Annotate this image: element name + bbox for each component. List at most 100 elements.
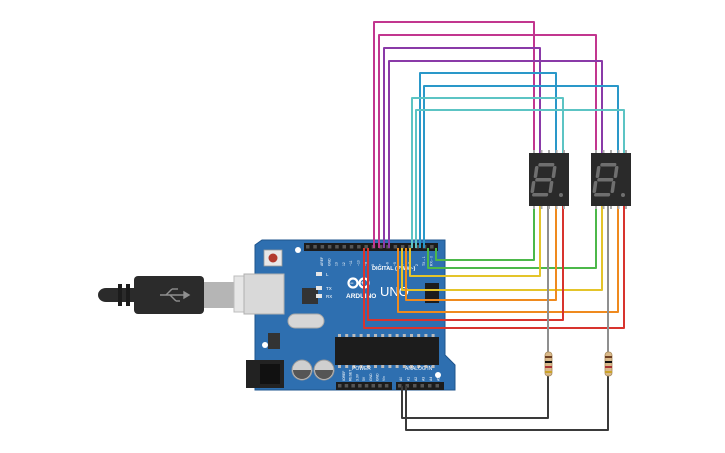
wire-cyan-outer[interactable] — [411, 97, 564, 248]
header-pin[interactable] — [344, 384, 349, 388]
pin-label: ~6 — [386, 262, 390, 266]
wire-orange-left[interactable] — [405, 204, 557, 301]
header-pin[interactable] — [393, 245, 398, 249]
display-pin — [548, 206, 550, 209]
arduino-uno-board[interactable]: DIGITAL (PWM~) TX RX L − + ARDUINO UNO P… — [243, 239, 456, 391]
wire-orange-right[interactable] — [397, 204, 619, 313]
wire-yellow-left[interactable] — [409, 204, 541, 277]
display-pin — [617, 206, 620, 209]
pin-label: 7 — [378, 264, 382, 266]
pin-label: ~11 — [349, 260, 353, 266]
wire-green-left[interactable] — [435, 204, 535, 261]
wire-purple-inner[interactable] — [388, 60, 603, 248]
power-pin-header[interactable] — [336, 382, 392, 390]
digital-pin-header[interactable] — [304, 243, 438, 251]
wire-black-left[interactable] — [401, 376, 549, 419]
header-pin[interactable] — [357, 245, 361, 249]
header-pin[interactable] — [420, 384, 425, 388]
pin-label: A4 — [429, 377, 433, 381]
header-pin[interactable] — [351, 384, 355, 388]
display-segment — [532, 193, 549, 197]
header-pin[interactable] — [349, 245, 354, 249]
header-pin[interactable] — [428, 384, 432, 388]
wire-blue-inner[interactable] — [423, 85, 619, 248]
pin-label: GND — [369, 373, 373, 381]
header-pin[interactable] — [358, 384, 362, 388]
chip-leg — [374, 334, 377, 337]
display-pin — [563, 150, 565, 153]
chip-leg — [359, 365, 363, 368]
header-pin[interactable] — [400, 245, 405, 249]
wire-yellow-right[interactable] — [401, 204, 603, 291]
wire-red-right[interactable] — [363, 204, 625, 329]
header-pin[interactable] — [378, 384, 382, 388]
display-pin — [617, 150, 620, 153]
wire-red-left[interactable] — [367, 204, 564, 321]
header-pin[interactable] — [413, 384, 417, 388]
header-pin[interactable] — [342, 245, 347, 249]
header-pin[interactable] — [435, 384, 440, 388]
wire-green-right[interactable] — [427, 204, 597, 269]
chip-leg — [374, 365, 377, 368]
display-pin — [610, 206, 612, 209]
pin-label: GND — [327, 258, 331, 266]
header-pin[interactable] — [320, 245, 325, 249]
display-segment — [595, 166, 601, 178]
analog-pin-header[interactable] — [396, 382, 444, 390]
header-pin[interactable] — [398, 384, 402, 388]
tx-label: TX — [326, 286, 332, 291]
pin-label: RX←0 — [430, 256, 434, 266]
resistor-right[interactable] — [604, 351, 613, 377]
chip-leg — [366, 365, 370, 368]
header-pin[interactable] — [405, 384, 410, 388]
display-right[interactable] — [591, 150, 631, 209]
chip-leg — [417, 334, 421, 337]
header-pin[interactable] — [313, 245, 317, 249]
usb-symbol-icon — [160, 288, 191, 302]
header-pin[interactable] — [408, 245, 412, 249]
header-pin[interactable] — [371, 384, 376, 388]
chip-leg — [381, 365, 385, 368]
reset-button[interactable] — [263, 249, 283, 267]
mounting-hole — [435, 372, 441, 378]
wire-magenta-inner[interactable] — [378, 34, 597, 248]
chip-leg — [388, 365, 392, 368]
header-pin[interactable] — [306, 245, 310, 249]
display-segment — [548, 181, 554, 193]
analog-header-label: ANALOG IN — [405, 366, 433, 372]
chip-leg — [431, 365, 435, 368]
wire-magenta-outer[interactable] — [373, 21, 535, 248]
digital-header-label: DIGITAL (PWM~) — [372, 266, 416, 272]
display-segment — [594, 193, 611, 197]
header-pin[interactable] — [327, 245, 332, 249]
header-pin[interactable] — [430, 245, 434, 249]
display-left[interactable] — [529, 150, 569, 209]
header-pin[interactable] — [379, 245, 383, 249]
mounting-hole — [295, 247, 301, 253]
atmega-microcontroller — [335, 334, 439, 368]
header-pin[interactable] — [335, 245, 339, 249]
usb-plug-metal — [204, 282, 234, 308]
resistor-left[interactable] — [544, 351, 553, 377]
header-pin[interactable] — [415, 245, 420, 249]
pin-label: A3 — [422, 377, 426, 381]
wire-purple-outer[interactable] — [383, 47, 541, 248]
pin-label: A1 — [407, 377, 411, 381]
brand-label: ARDUINO — [346, 293, 376, 300]
capacitor — [313, 359, 335, 381]
header-pin[interactable] — [364, 245, 368, 249]
usb-controller-chip — [302, 288, 318, 304]
header-pin[interactable] — [338, 384, 342, 388]
display-segment — [551, 166, 557, 178]
jumper-wires — [363, 21, 625, 431]
wire-cyan-inner[interactable] — [415, 109, 625, 248]
display-segment — [535, 178, 552, 182]
usb-cable-grip-2 — [126, 284, 130, 306]
wire-blue-outer[interactable] — [419, 72, 557, 248]
wire-black-right[interactable] — [405, 376, 609, 431]
capacitor — [291, 359, 313, 381]
header-pin[interactable] — [384, 384, 389, 388]
display-segment — [592, 181, 598, 193]
header-pin[interactable] — [364, 384, 369, 388]
board-usb-socket — [243, 273, 285, 315]
